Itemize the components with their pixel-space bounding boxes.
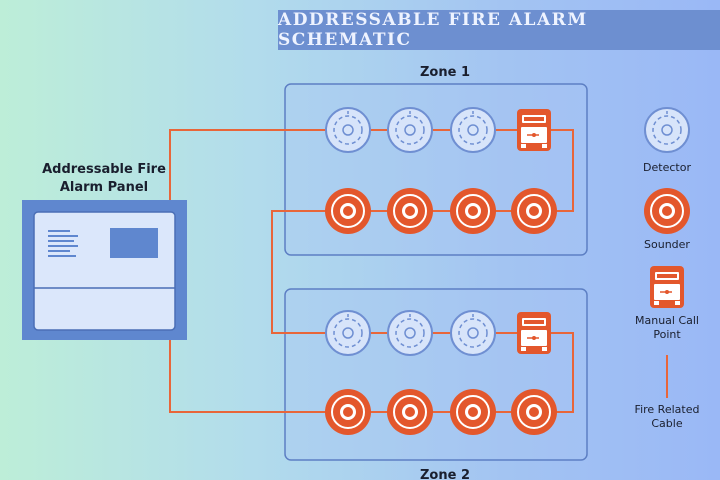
legend-sounder-icon bbox=[643, 187, 691, 235]
legend-sounder-label: Sounder bbox=[644, 238, 690, 251]
sounder-icon bbox=[449, 187, 497, 235]
panel-label-line2: Alarm Panel bbox=[60, 180, 148, 195]
legend: Detector Sounder Manual Call Point Fire … bbox=[635, 107, 700, 430]
sounder-icon bbox=[386, 388, 434, 436]
legend-manual-call-point-icon bbox=[649, 265, 685, 309]
zone-1-label: Zone 1 bbox=[420, 65, 470, 80]
detector-icon bbox=[325, 310, 371, 356]
detector-icon bbox=[450, 107, 496, 153]
manual-call-point-icon bbox=[516, 108, 552, 152]
cable-zone-link bbox=[271, 210, 348, 334]
sounder-icon bbox=[386, 187, 434, 235]
diagram-title: ADDRESSABLE FIRE ALARM SCHEMATIC bbox=[278, 10, 588, 50]
legend-mcp-label-line2: Point bbox=[653, 328, 681, 341]
sounder-icon bbox=[449, 388, 497, 436]
title-banner: ADDRESSABLE FIRE ALARM SCHEMATIC bbox=[278, 10, 720, 50]
legend-detector-label: Detector bbox=[643, 161, 691, 174]
legend-detector-icon bbox=[644, 107, 690, 153]
legend-cable-label-line2: Cable bbox=[651, 417, 682, 430]
detector-icon bbox=[325, 107, 371, 153]
sounder-icon bbox=[510, 388, 558, 436]
manual-call-point-icon bbox=[516, 311, 552, 355]
legend-cable-label-line1: Fire Related bbox=[635, 403, 700, 416]
detector-icon bbox=[450, 310, 496, 356]
sounder-icon bbox=[324, 187, 372, 235]
panel-label-line1: Addressable Fire bbox=[42, 162, 166, 177]
sounder-icon bbox=[510, 187, 558, 235]
sounder-icon bbox=[324, 388, 372, 436]
detector-icon bbox=[387, 107, 433, 153]
cable-panel-zone2 bbox=[169, 340, 348, 413]
detector-icon bbox=[387, 310, 433, 356]
zone-2-label: Zone 2 bbox=[420, 468, 470, 480]
panel-icon bbox=[22, 200, 187, 340]
legend-mcp-label-line1: Manual Call bbox=[635, 314, 699, 327]
